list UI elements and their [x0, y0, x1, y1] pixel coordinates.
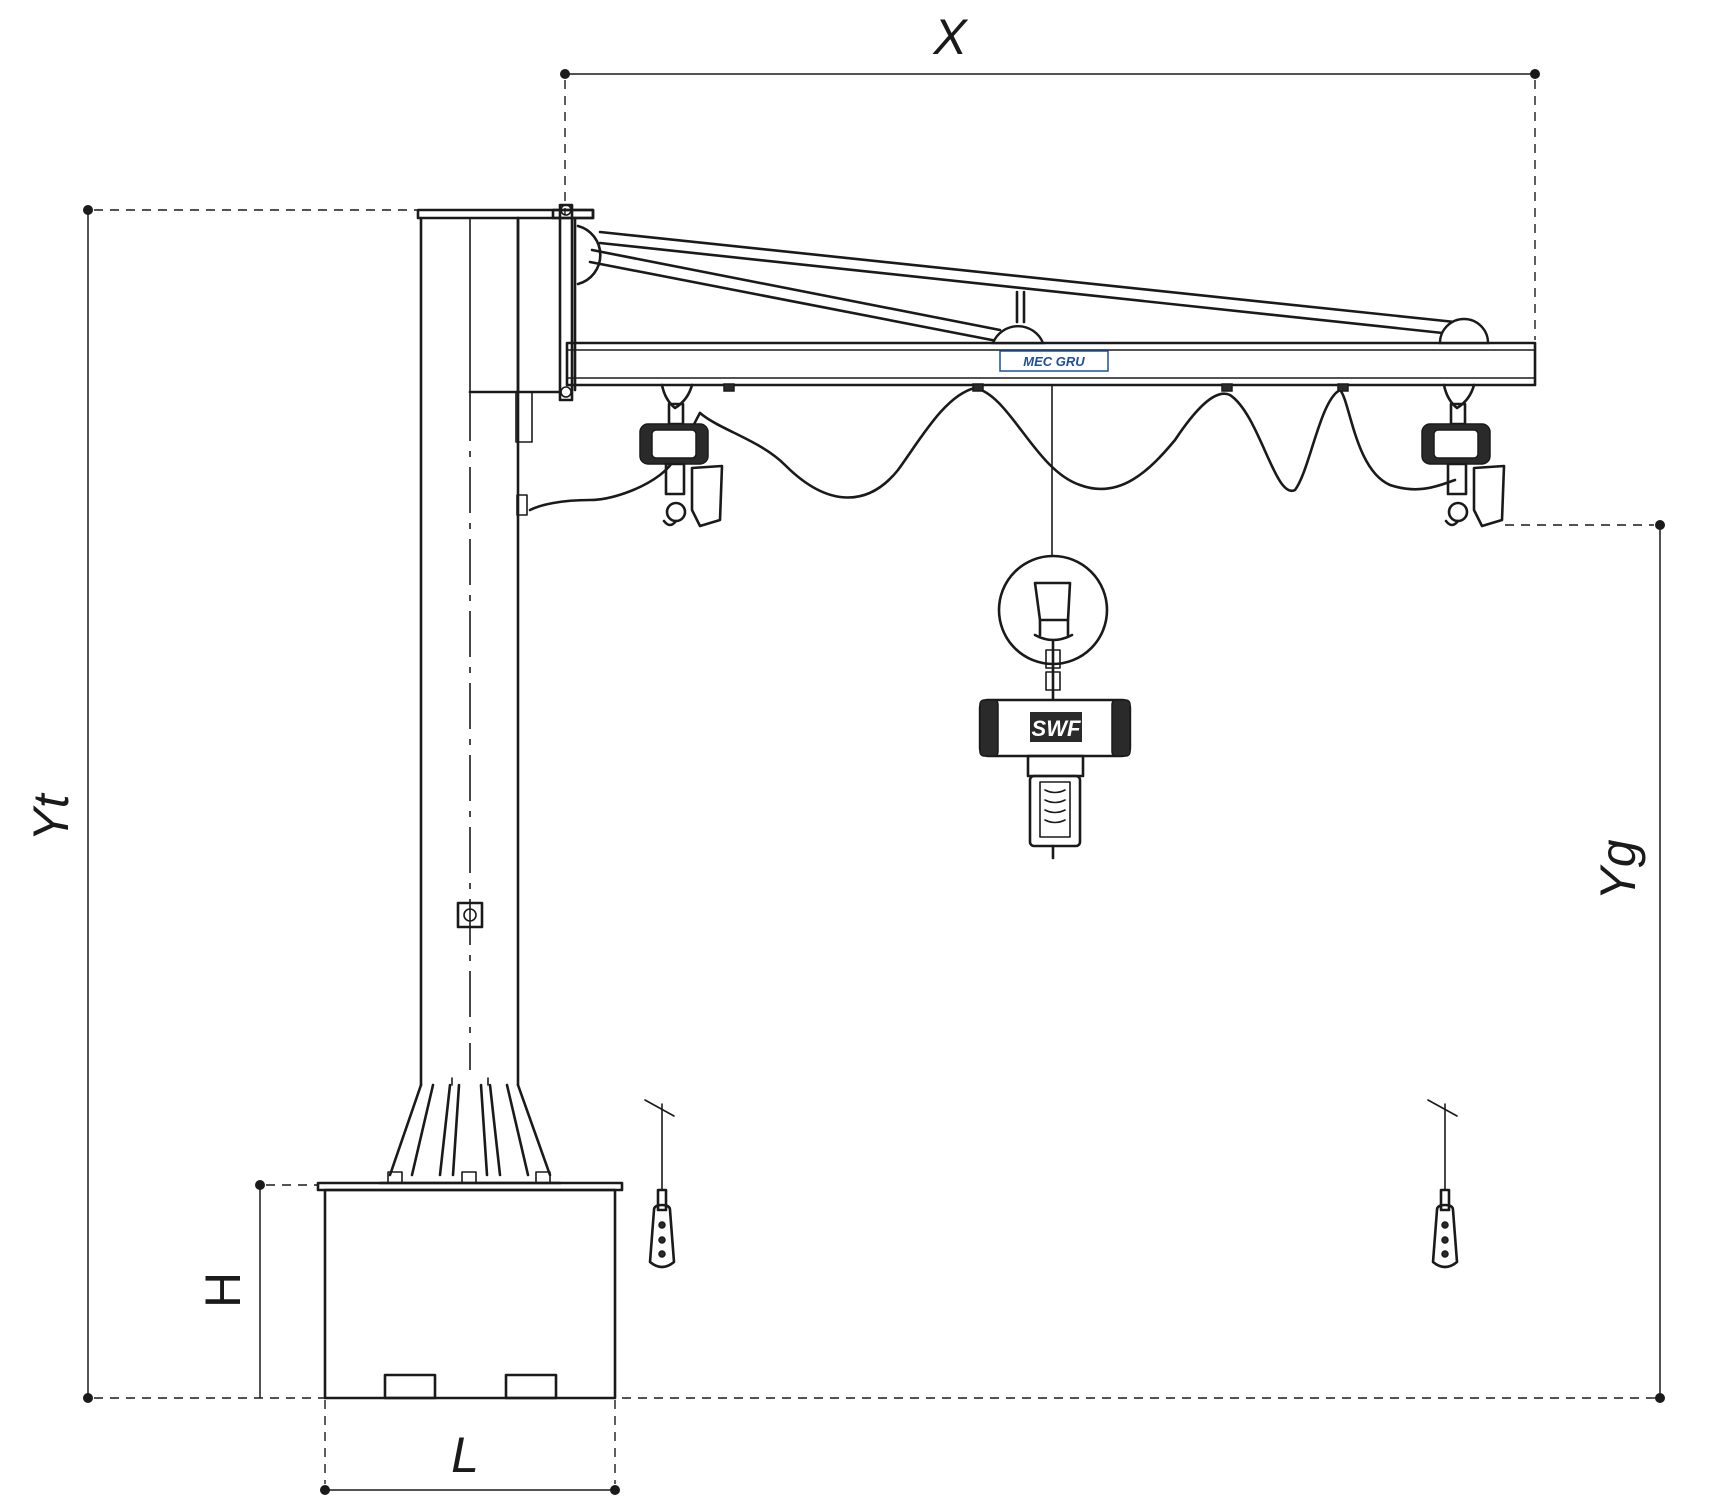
slewing-bracket — [551, 203, 602, 402]
dimension-h-label: H — [195, 1272, 251, 1308]
dimension-x-label: X — [932, 9, 968, 65]
tie-rods — [588, 230, 1490, 345]
dimension-x: X — [560, 9, 1540, 340]
dimension-yg-label: Yg — [1590, 839, 1646, 900]
beam-logo-text: MEC GRU — [1023, 354, 1085, 369]
hoist-logo-text: SWF — [1032, 716, 1081, 741]
dimension-l: L — [320, 1400, 620, 1495]
hoist-right — [1421, 383, 1506, 528]
dimension-yg: Yg — [1505, 520, 1665, 1403]
pendant-left — [644, 1099, 676, 1269]
dimension-yt-label: Yt — [23, 792, 79, 841]
hoist-center-detail: SWF — [978, 384, 1132, 860]
jib-beam: MEC GRU — [565, 341, 1537, 387]
ballast-base — [316, 1181, 624, 1400]
hoist-left — [639, 383, 724, 528]
dimension-l-label: L — [451, 1427, 479, 1483]
pendant-right — [1427, 1099, 1459, 1269]
beam-logo: MEC GRU — [999, 350, 1109, 372]
dimension-yt: Yt — [23, 205, 420, 1403]
dimension-h: H — [195, 1180, 318, 1398]
